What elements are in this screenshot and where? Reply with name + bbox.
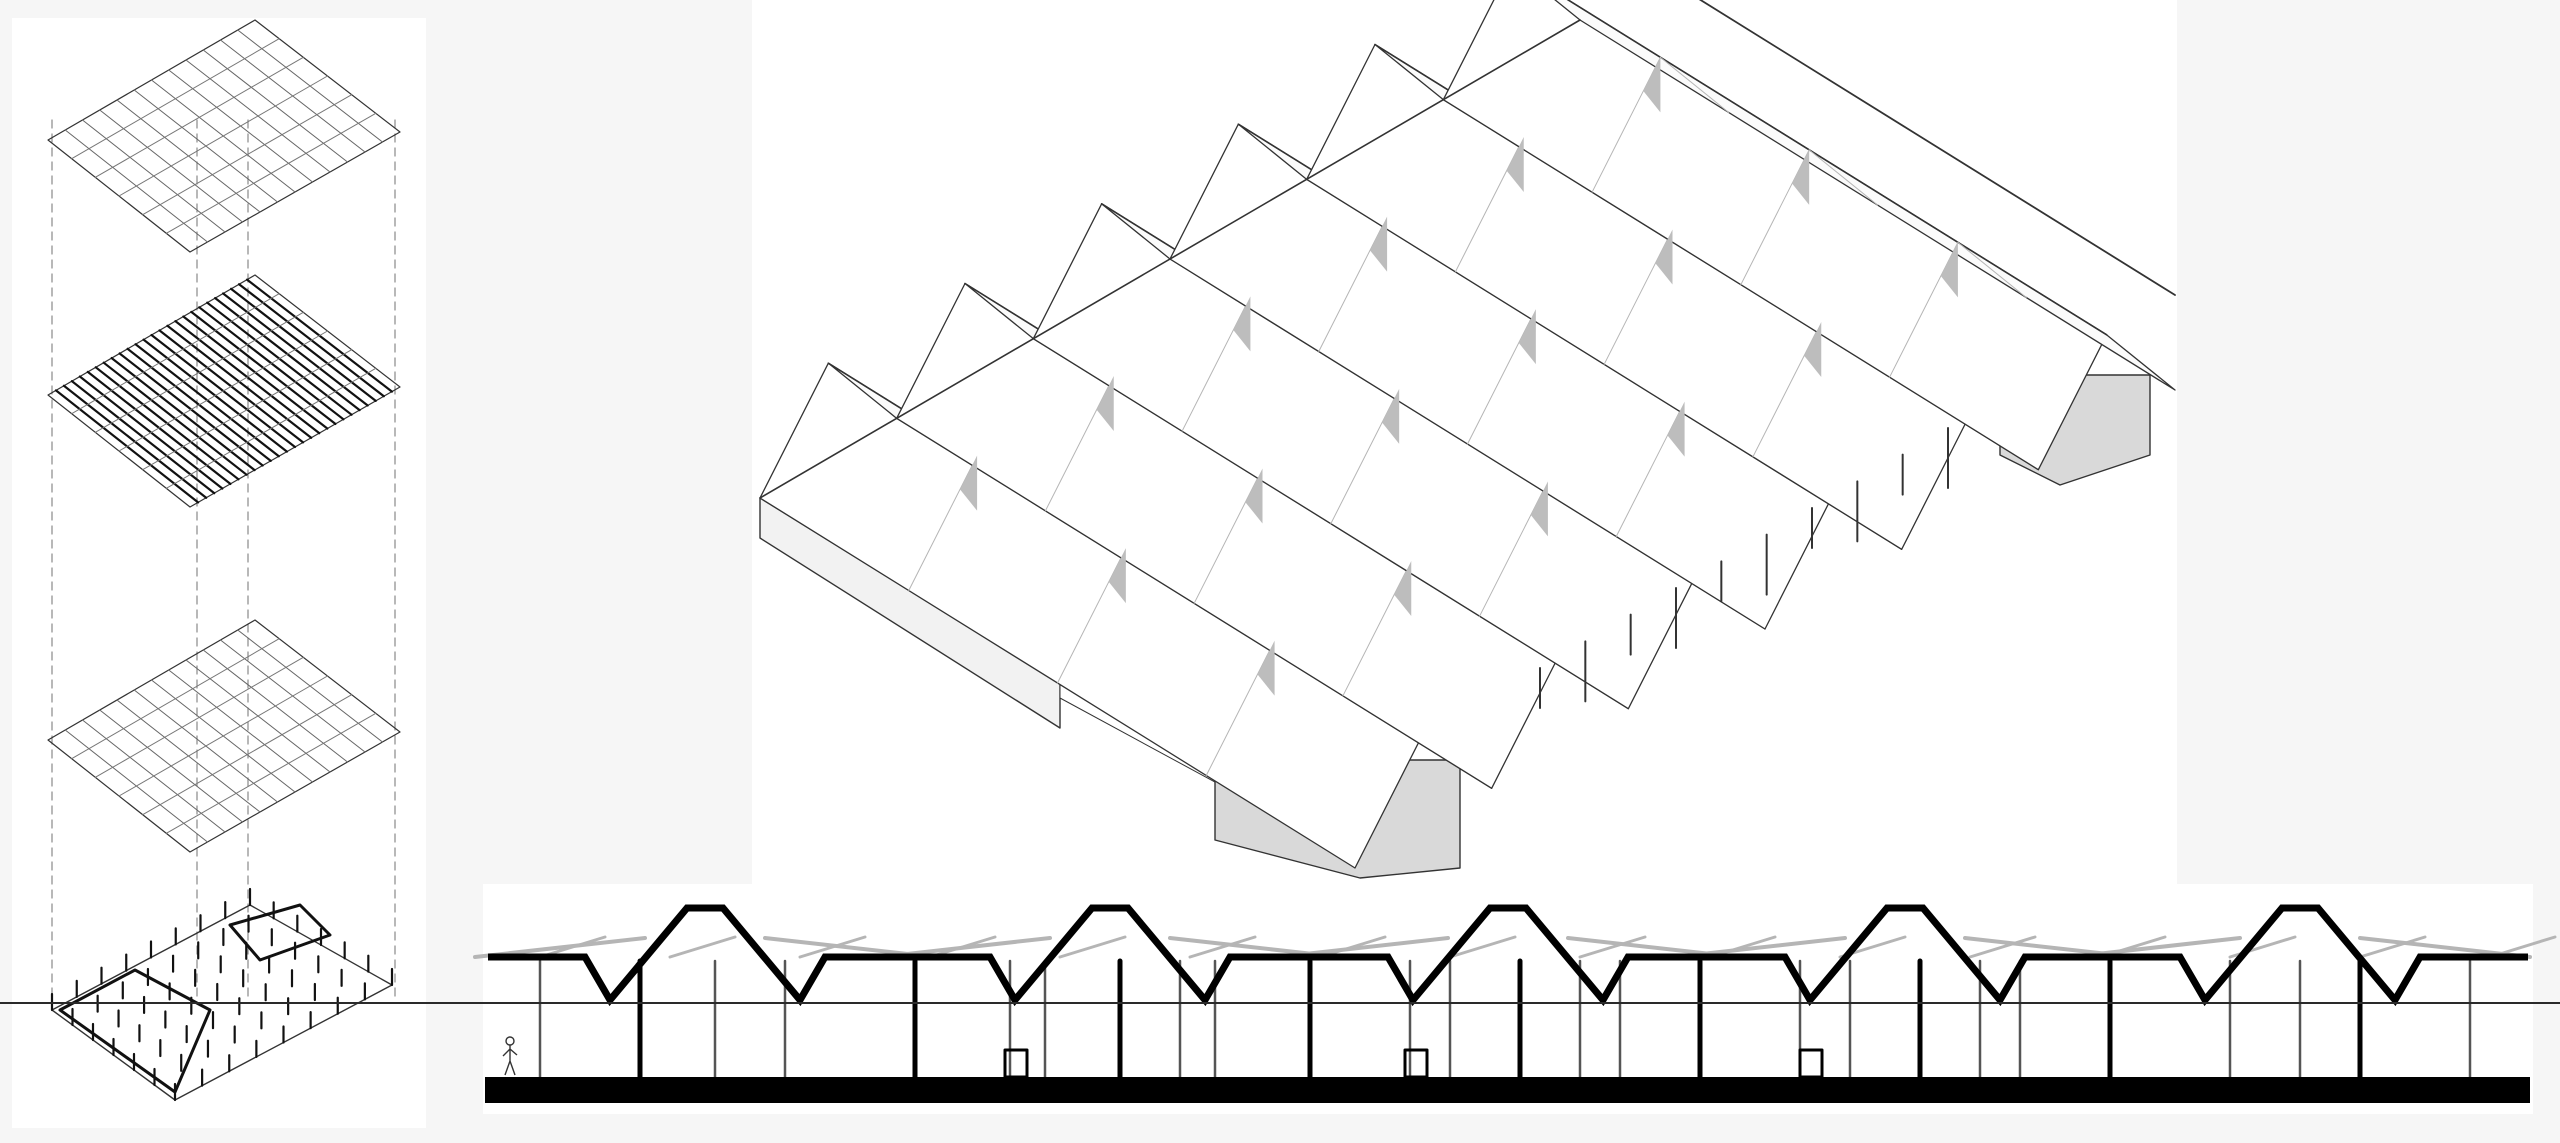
section-beyond-truss: [798, 935, 867, 959]
roof-axonometric: [759, 0, 2176, 879]
human-figure-icon: [502, 1036, 518, 1076]
iso-gable-shadow: [1667, 401, 1685, 457]
layer-roof-frame: [47, 619, 401, 853]
roof-structure-purlin: [142, 349, 353, 471]
iso-gable-shadow: [1643, 57, 1661, 113]
iso-roof-crease: [1330, 388, 1400, 525]
iso-roof-crease: [1808, 149, 1878, 206]
iso-gable-shadow: [1940, 242, 1958, 298]
layer-ground-floor-plan: [50, 887, 394, 1102]
iso-roof-crease: [1957, 241, 2027, 298]
roof-sheet-purlin: [118, 75, 328, 197]
roof-frame-purlin: [165, 712, 377, 834]
roof-frame-purlin: [142, 694, 353, 816]
iso-gable-shadow: [1382, 388, 1400, 444]
iso-roof-crease: [1591, 56, 1661, 193]
section-door-frame: [1798, 1048, 1824, 1079]
section-beyond-truss: [1058, 935, 1127, 959]
iso-gable-shadow: [1233, 296, 1251, 352]
section-beyond-truss: [1968, 935, 2037, 959]
iso-roof-crease: [1181, 295, 1251, 432]
iso-gable-shadow: [960, 455, 978, 511]
section-roof-profile: [488, 904, 2528, 1007]
iso-roof-crease: [1479, 480, 1549, 617]
iso-roof-crease: [1318, 216, 1388, 352]
roof-sheet-purlin: [71, 38, 280, 160]
iso-gable-shadow: [1394, 561, 1412, 616]
iso-gable-shadow: [1257, 640, 1275, 696]
floor-plan-room: [228, 903, 332, 962]
roof-frame-purlin: [94, 656, 304, 778]
roof-structure-purlin: [71, 293, 280, 415]
roof-frame-purlin: [118, 675, 328, 797]
ground-line: [0, 1002, 2560, 1004]
layer-roof-sheet: [47, 19, 401, 253]
section-beyond-truss: [1188, 935, 1257, 959]
layer-roof-structure: [47, 274, 401, 508]
exploded-guide-lines: [51, 119, 396, 1001]
roof-sheet-purlin: [142, 94, 353, 216]
iso-columns: [1539, 427, 1949, 709]
exploded-axonometric: [47, 19, 401, 1102]
section-roof-cut: [488, 904, 2528, 1007]
roof-structure-purlin: [118, 330, 328, 452]
iso-gable-shadow: [1096, 376, 1114, 431]
iso-roof: [759, 0, 2176, 869]
iso-roof-crease: [1740, 149, 1810, 286]
section-beyond-truss: [1578, 935, 1647, 959]
iso-roof-edge-back: [1698, 0, 2176, 296]
iso-gable-shadow: [1792, 149, 1810, 205]
cross-section: [473, 904, 2557, 1103]
section-door-frame: [1403, 1048, 1429, 1079]
iso-gable-shadow: [1370, 216, 1388, 272]
section-walls: [538, 958, 2472, 1080]
iso-roof-crease: [1659, 56, 1730, 113]
floor-plan-room: [58, 968, 212, 1094]
iso-gable-shading: [960, 57, 1958, 696]
roof-structure-purlin: [165, 367, 377, 489]
roof-sheet-purlin: [94, 56, 304, 178]
roof-sheet-purlin: [165, 112, 377, 234]
section-beyond-truss: [1448, 935, 1517, 959]
iso-roof-edge-left: [759, 19, 1581, 499]
iso-gable-shadow: [1506, 137, 1524, 192]
section-panel: [483, 884, 2533, 1114]
roof-structure-purlin: [94, 311, 304, 433]
iso-gable-shadow: [1245, 468, 1263, 524]
roof-frame-purlin: [71, 638, 280, 760]
iso-gable-shadow: [1530, 481, 1548, 537]
section-beyond-truss: [668, 935, 737, 959]
section-door-frame: [1003, 1048, 1029, 1079]
iso-gable-shadow: [1804, 322, 1822, 377]
iso-gable-shadow: [1518, 309, 1536, 365]
iso-gable-shadow: [1108, 548, 1126, 604]
section-floor-slab: [485, 1077, 2530, 1103]
section-beyond-truss: [2358, 935, 2427, 959]
iso-gable-shadow: [1655, 229, 1673, 285]
iso-roof-crease: [1889, 241, 1959, 378]
